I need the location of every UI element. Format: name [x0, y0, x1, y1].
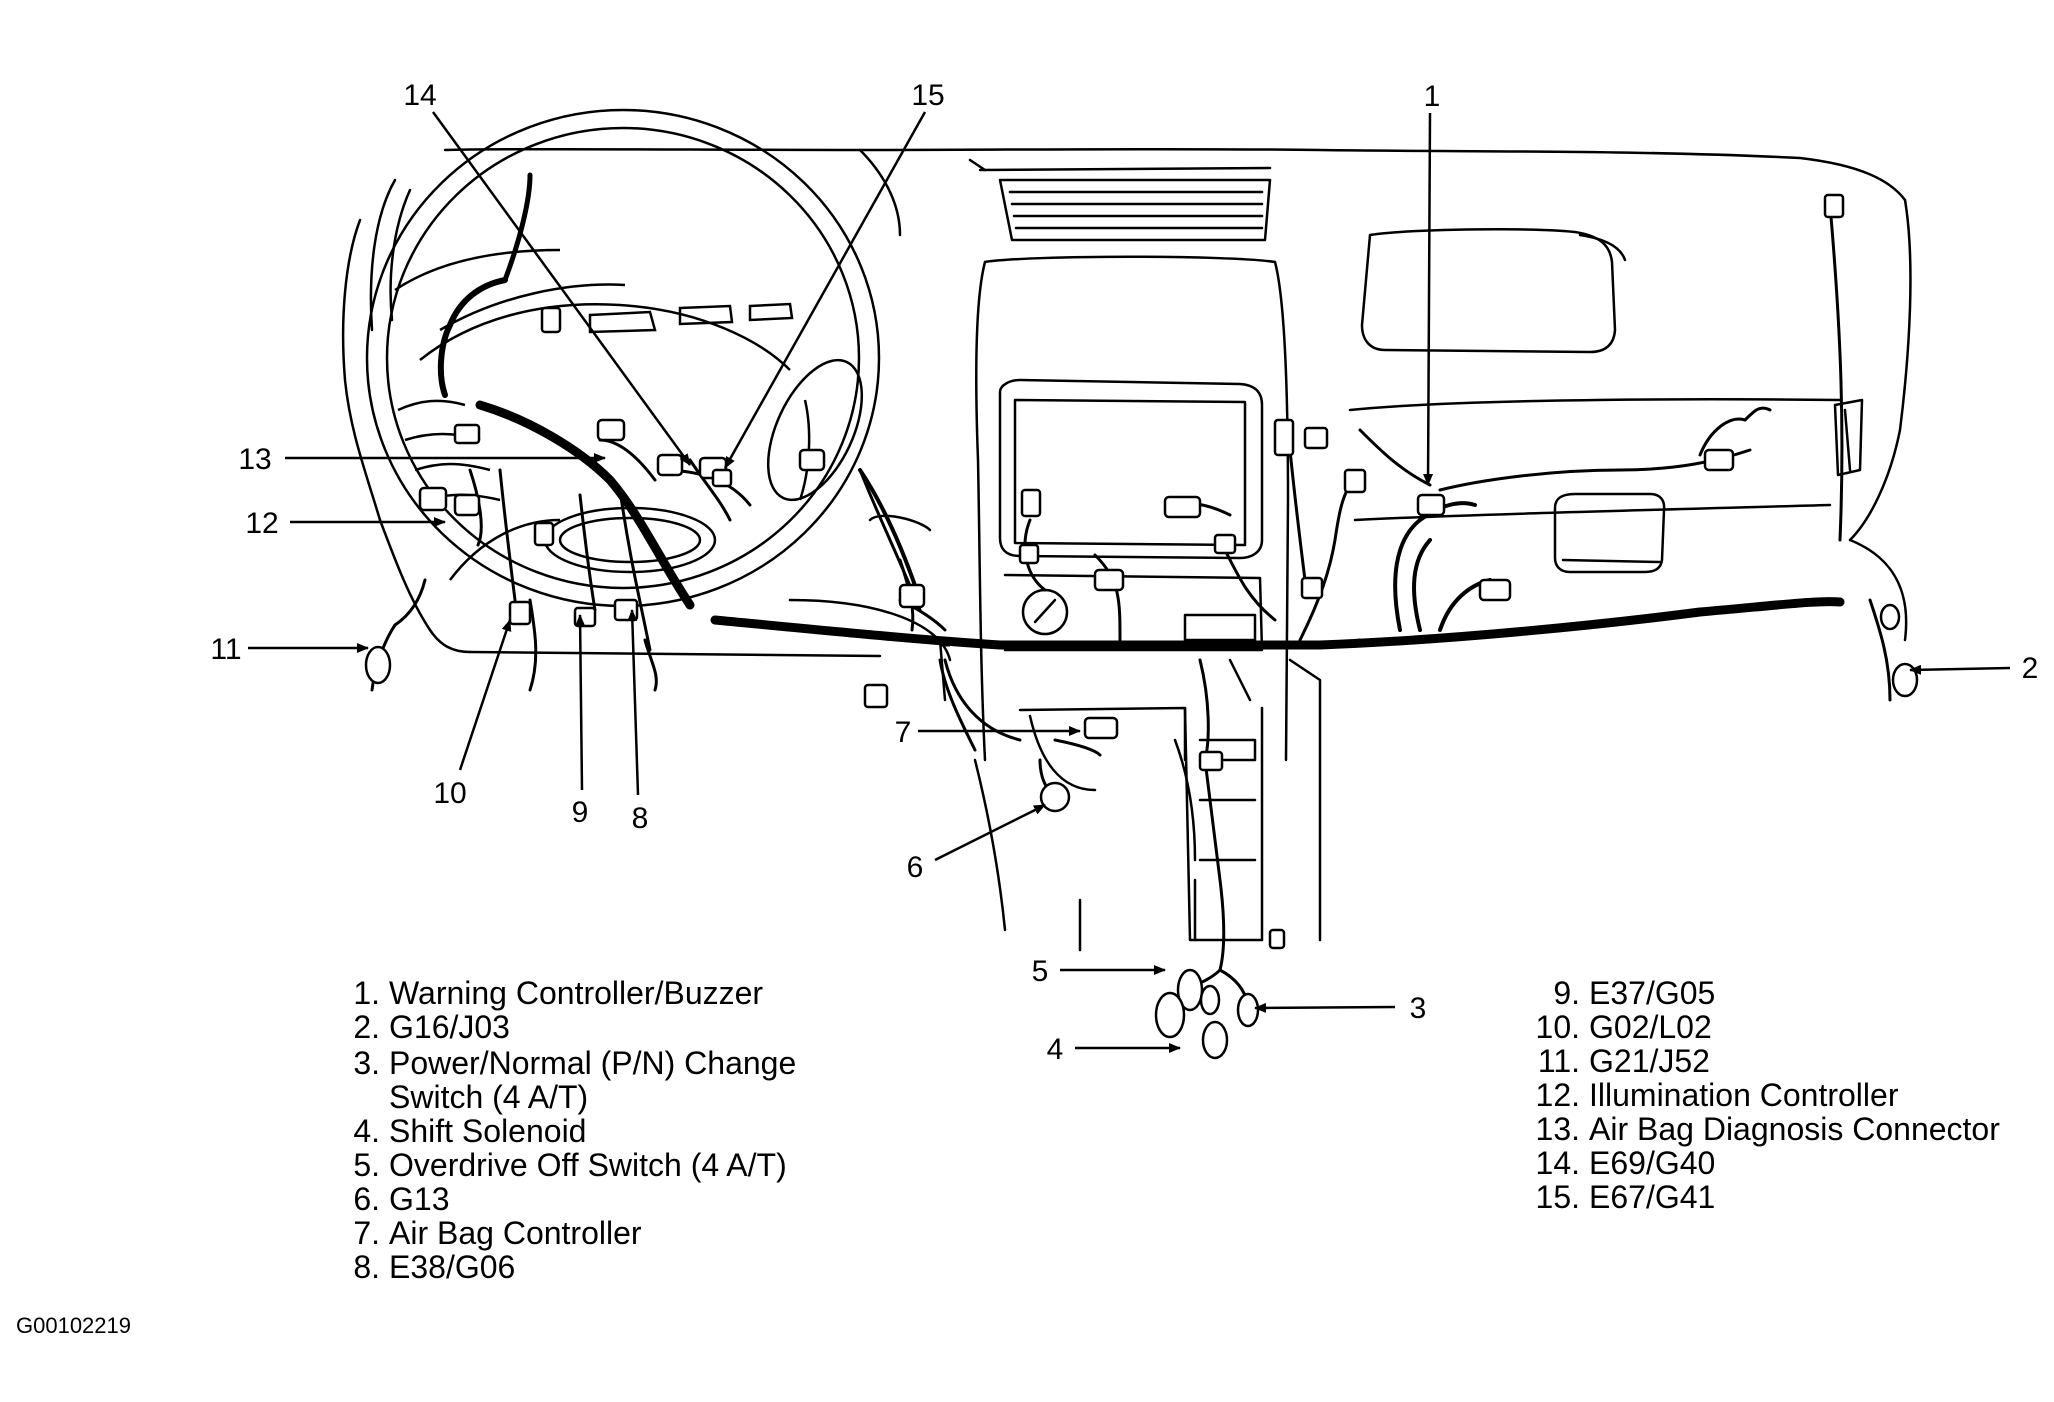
legend-number: 13.: [1535, 1111, 1580, 1147]
leader-10: [458, 619, 512, 771]
legend-label: G13: [389, 1181, 450, 1217]
legend-right: 9.E37/G05 10.G02/L02 11.G21/J52 12.Illum…: [1530, 976, 2000, 1214]
legend-number: 5.: [353, 1147, 380, 1183]
callout-number-7: 7: [895, 716, 912, 749]
legend-item: 10.G02/L02: [1530, 1010, 2000, 1044]
connectors: [364, 193, 1919, 1060]
callout-number-9: 9: [572, 796, 589, 829]
legend-label: G21/J52: [1589, 1043, 1710, 1079]
legend-label: E37/G05: [1589, 975, 1716, 1011]
callout-number-14: 14: [403, 79, 436, 112]
callout-number-10: 10: [433, 777, 466, 810]
callout-number-6: 6: [907, 851, 924, 884]
legend-number: 8.: [353, 1249, 380, 1285]
legend-label: Warning Controller/Buzzer: [389, 975, 764, 1011]
legend-number: 3.: [353, 1045, 380, 1081]
leader-15: [723, 111, 927, 469]
legend-number: 4.: [353, 1113, 380, 1149]
legend-number: 9.: [1553, 975, 1580, 1011]
legend-label: Air Bag Diagnosis Connector: [1589, 1111, 2000, 1147]
leader-9: [575, 614, 586, 791]
legend-number: 2.: [353, 1009, 380, 1045]
legend-item: 12.Illumination Controller: [1530, 1078, 2000, 1112]
legend-label: E69/G40: [1589, 1145, 1716, 1181]
figure-id: G00102219: [16, 1313, 131, 1338]
leader-6: [934, 803, 1046, 862]
legend-number: 15.: [1535, 1179, 1580, 1215]
legend-item: 6.G13: [350, 1182, 796, 1216]
leader-1: [1423, 112, 1434, 486]
legend-item: 13.Air Bag Diagnosis Connector: [1530, 1112, 2000, 1146]
callout-number-8: 8: [632, 802, 649, 835]
leader-14: [431, 111, 692, 466]
harness-wraps: [940, 638, 1361, 647]
legend-item: 4.Shift Solenoid: [350, 1114, 796, 1148]
legend-number: 12.: [1535, 1077, 1580, 1113]
callout-number-4: 4: [1047, 1033, 1064, 1066]
legend-item: 1.Warning Controller/Buzzer: [350, 976, 796, 1010]
dashboard-outline: [341, 147, 1912, 952]
callout-number-15: 15: [911, 79, 944, 112]
legend-label: Power/Normal (P/N) Change: [389, 1045, 797, 1081]
callout-numbers: 1 2 3 4 5 6 7 8 9 10 11 12 13 14 15: [210, 79, 2038, 1066]
legend-label: Illumination Controller: [1589, 1077, 1899, 1113]
legend-label-continued: Switch (4 A/T): [389, 1079, 589, 1115]
legend-label: G02/L02: [1589, 1009, 1712, 1045]
leader-3: [1254, 1002, 1396, 1013]
legend-number: 10.: [1535, 1009, 1580, 1045]
leader-8: [627, 609, 640, 796]
legend-number: 1.: [353, 975, 380, 1011]
callout-number-3: 3: [1410, 992, 1427, 1025]
legend-item: 14.E69/G40: [1530, 1146, 2000, 1180]
legend-number: 7.: [353, 1215, 380, 1251]
legend-item: 5.Overdrive Off Switch (4 A/T): [350, 1148, 796, 1182]
callout-number-13: 13: [238, 443, 271, 476]
legend-label: Overdrive Off Switch (4 A/T): [389, 1147, 787, 1183]
legend-item: 8.E38/G06: [350, 1250, 796, 1284]
legend-label: G16/J03: [389, 1009, 510, 1045]
legend-label: Shift Solenoid: [389, 1113, 587, 1149]
callout-number-11: 11: [210, 633, 241, 666]
legend-left: 1.Warning Controller/Buzzer 2.G16/J03 3.…: [350, 976, 796, 1284]
legend-number: 14.: [1535, 1145, 1580, 1181]
legend-item: 9.E37/G05: [1530, 976, 2000, 1010]
callout-number-12: 12: [245, 507, 278, 540]
legend-number: 6.: [353, 1181, 380, 1217]
legend-label: E38/G06: [389, 1249, 516, 1285]
legend-item: 15.E67/G41: [1530, 1180, 2000, 1214]
main-wiring-harness: [370, 172, 1892, 1007]
legend-item: 7.Air Bag Controller: [350, 1216, 796, 1250]
callout-number-1: 1: [1424, 80, 1441, 113]
callout-leaders: [248, 111, 2011, 1053]
callout-number-5: 5: [1032, 955, 1049, 988]
legend-item: 11.G21/J52: [1530, 1044, 2000, 1078]
callout-number-2: 2: [2022, 652, 2039, 685]
legend-label: E67/G41: [1589, 1179, 1716, 1215]
legend-item: 2.G16/J03: [350, 1010, 796, 1044]
legend-label: Air Bag Controller: [389, 1215, 642, 1251]
legend-number: 11.: [1537, 1043, 1580, 1079]
leader-2: [1909, 664, 2011, 675]
